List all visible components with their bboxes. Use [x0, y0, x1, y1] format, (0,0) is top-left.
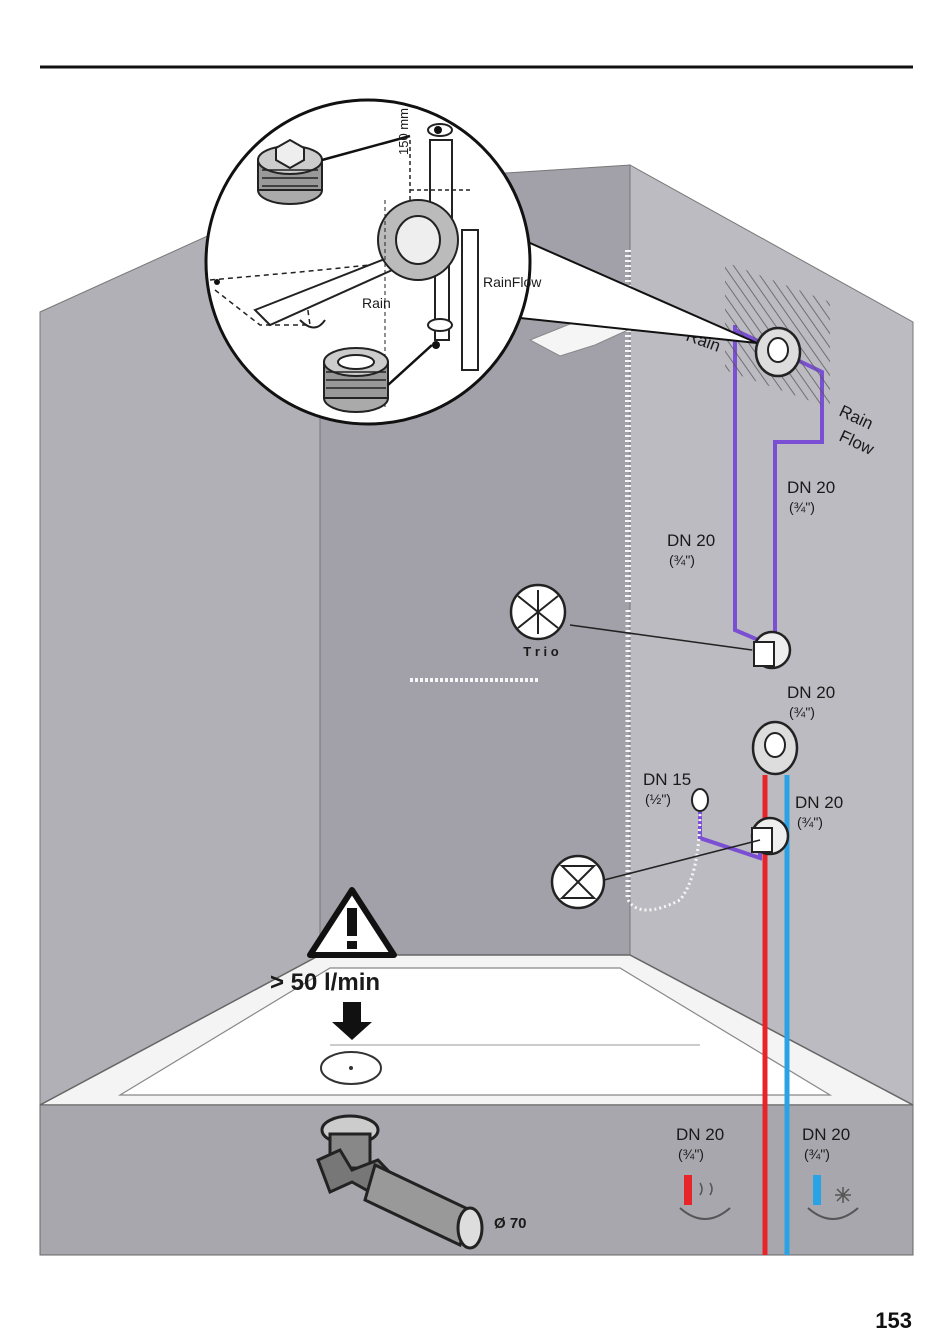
dn20-b-label: DN 20 — [667, 531, 715, 550]
hourglass-symbol-icon — [552, 856, 604, 908]
dn20-c-inch: (¾") — [789, 704, 815, 720]
dn20-d-label: DN 20 — [795, 793, 843, 812]
page-number: 153 — [875, 1308, 912, 1334]
dn20-d-inch: (¾") — [797, 814, 823, 830]
dn20-b-inch: (¾") — [669, 552, 695, 568]
cold-inch-label: (¾") — [804, 1146, 830, 1162]
dn15-inch: (½") — [645, 791, 671, 807]
dn15-label: DN 15 — [643, 770, 691, 789]
hot-inch-label: (¾") — [678, 1146, 704, 1162]
rainflow-detail-label: RainFlow — [483, 274, 542, 290]
dn20-a-label: DN 20 — [787, 478, 835, 497]
dn20-a-inch: (¾") — [789, 499, 815, 515]
trio-valve-icon — [754, 632, 790, 668]
threaded-fitting-icon — [324, 348, 388, 412]
hot-dn-label: DN 20 — [676, 1125, 724, 1144]
trio-symbol-icon — [511, 585, 565, 639]
trio-label: T r i o — [523, 644, 558, 659]
dimension-150-label: 150 mm — [396, 108, 411, 155]
cap-plug-icon — [258, 140, 322, 204]
dn20-c-label: DN 20 — [787, 683, 835, 702]
cold-dn-label: DN 20 — [802, 1125, 850, 1144]
ceiling-valve-icon — [756, 328, 800, 376]
lower-valve-icon — [752, 818, 788, 854]
flow-warning-label: > 50 l/min — [270, 969, 380, 996]
thermostat-icon — [753, 722, 797, 774]
drain-diameter-label: Ø 70 — [494, 1215, 527, 1232]
hose-connector-icon — [692, 789, 708, 811]
rain-detail-label: Rain — [362, 295, 391, 311]
